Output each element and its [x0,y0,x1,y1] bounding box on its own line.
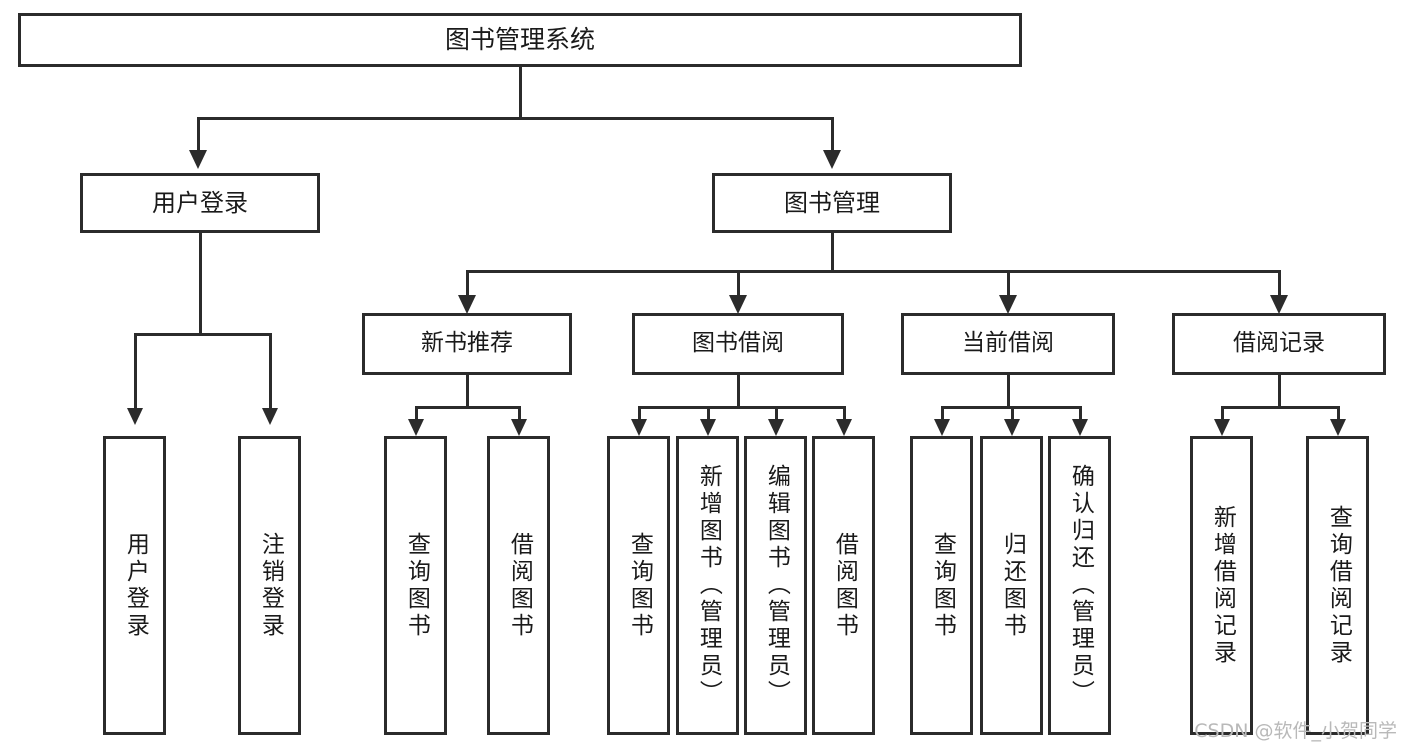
node-borrow-record[interactable]: 借阅记录 [1172,313,1386,375]
arrowhead-leaf-user-login [127,408,143,425]
connector-root-bus [197,117,834,120]
connector-borrow-drop-2 [707,406,710,422]
node-label: 图书借阅 [692,330,784,357]
node-label: 借阅图书 [506,531,533,640]
connector-borrow-stem [737,375,740,408]
connector-book-manage-drop-4 [1278,270,1281,298]
leaf-current-query-book[interactable]: 查询图书 [910,436,973,735]
leaf-recommend-query-book[interactable]: 查询图书 [384,436,447,735]
leaf-borrow-borrow-book[interactable]: 借阅图书 [812,436,875,735]
node-label: 查询图书 [626,531,653,640]
connector-book-manage-drop-3 [1007,270,1010,298]
connector-user-login-drop-2 [269,333,272,411]
arrowhead-recommend-borrow-book [511,419,527,436]
connector-record-stem [1278,375,1281,408]
arrowhead-book-borrow [729,295,747,314]
connector-recommend-bus [415,406,518,409]
leaf-borrow-add-book[interactable]: 新增图书（管理员） [676,436,739,735]
arrowhead-leaf-logout [262,408,278,425]
arrowhead-borrow-edit-book [768,419,784,436]
watermark-text: CSDN @软件_小贺同学 [1194,720,1397,742]
connector-book-manage-stem [831,233,834,273]
connector-recommend-drop-2 [518,406,521,422]
node-label: 借阅图书 [831,531,858,640]
connector-current-drop-3 [1079,406,1082,422]
connector-borrow-bus [638,406,846,409]
leaf-current-confirm-return[interactable]: 确认归还（管理员） [1048,436,1111,735]
arrowhead-new-book-recommend [458,295,476,314]
node-label: 编辑图书（管理员） [763,464,790,707]
connector-user-login-stem [199,233,202,333]
leaf-borrow-query-book[interactable]: 查询图书 [607,436,670,735]
leaf-current-return-book[interactable]: 归还图书 [980,436,1043,735]
node-label: 查询图书 [929,531,956,640]
node-label: 用户登录 [122,531,149,640]
leaf-recommend-borrow-book[interactable]: 借阅图书 [487,436,550,735]
node-label: 新书推荐 [421,330,513,357]
connector-record-drop-2 [1337,406,1340,422]
connector-book-manage-drop-1 [466,270,469,298]
arrowhead-record-query-record [1330,419,1346,436]
connector-root-stem [519,67,522,117]
connector-current-drop-1 [941,406,944,422]
node-label: 注销登录 [257,531,284,640]
node-new-book-recommend[interactable]: 新书推荐 [362,313,572,375]
node-label: 当前借阅 [962,330,1054,357]
node-label: 查询借阅记录 [1325,504,1352,667]
arrowhead-borrow-query-book [631,419,647,436]
node-label: 查询图书 [403,531,430,640]
node-book-management[interactable]: 图书管理 [712,173,952,233]
connector-book-manage-drop-2 [737,270,740,298]
arrowhead-current-borrow [999,295,1017,314]
arrowhead-borrow-borrow-book [836,419,852,436]
connector-current-stem [1007,375,1010,408]
arrowhead-current-confirm-return [1072,419,1088,436]
connector-recommend-drop-1 [415,406,418,422]
connector-borrow-drop-3 [775,406,778,422]
arrowhead-user-login [189,150,207,169]
connector-current-drop-2 [1011,406,1014,422]
leaf-record-add-record[interactable]: 新增借阅记录 [1190,436,1253,735]
connector-book-manage-bus [466,270,1278,273]
arrowhead-current-query-book [934,419,950,436]
node-label: 确认归还（管理员） [1067,464,1094,707]
leaf-user-login[interactable]: 用户登录 [103,436,166,735]
leaf-logout[interactable]: 注销登录 [238,436,301,735]
connector-record-bus [1221,406,1340,409]
node-label: 归还图书 [999,531,1026,640]
connector-root-to-user-login [197,117,200,153]
leaf-borrow-edit-book[interactable]: 编辑图书（管理员） [744,436,807,735]
arrowhead-borrow-add-book [700,419,716,436]
node-label: 新增图书（管理员） [695,464,722,707]
leaf-record-query-record[interactable]: 查询借阅记录 [1306,436,1369,735]
connector-borrow-drop-4 [843,406,846,422]
connector-recommend-stem [466,375,469,408]
arrowhead-book-manage [823,150,841,169]
arrowhead-record-add-record [1214,419,1230,436]
connector-record-drop-1 [1221,406,1224,422]
arrowhead-borrow-record [1270,295,1288,314]
node-label: 图书管理 [784,188,880,217]
connector-user-login-drop-1 [134,333,137,411]
node-user-login[interactable]: 用户登录 [80,173,320,233]
node-book-borrow[interactable]: 图书借阅 [632,313,844,375]
connector-user-login-bus [134,333,272,336]
node-label: 新增借阅记录 [1209,504,1236,667]
connector-borrow-drop-1 [638,406,641,422]
node-label: 用户登录 [152,188,248,217]
node-current-borrow[interactable]: 当前借阅 [901,313,1115,375]
node-label: 图书管理系统 [444,25,595,54]
connector-root-to-book-manage [831,117,834,153]
node-label: 借阅记录 [1233,330,1325,357]
node-root-system[interactable]: 图书管理系统 [18,13,1022,67]
arrowhead-recommend-query-book [408,419,424,436]
arrowhead-current-return-book [1004,419,1020,436]
